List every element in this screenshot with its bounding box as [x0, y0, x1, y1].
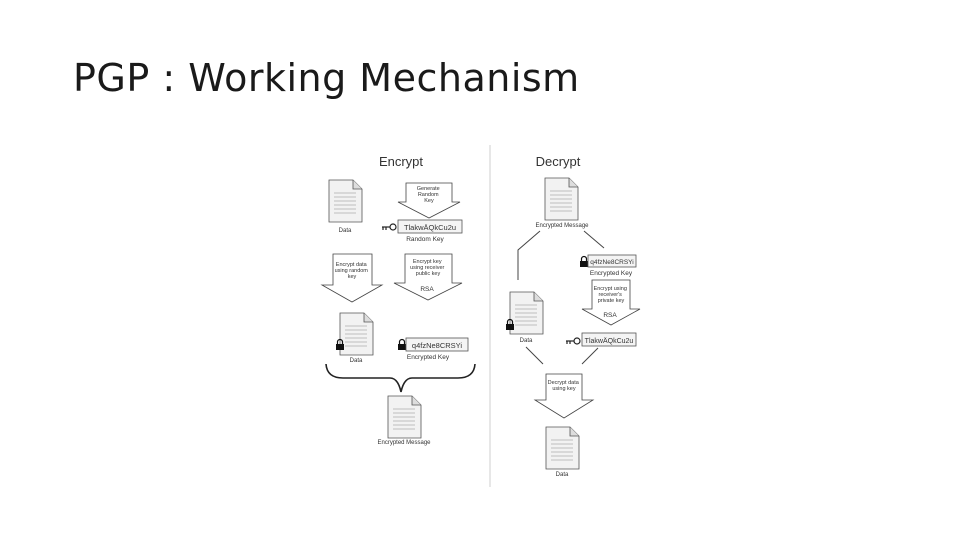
- decrypt-random-key-box: [581, 332, 637, 347]
- decrypt-encrypted-message-label: Encrypted Message: [535, 223, 589, 229]
- decrypt-encrypted-key-value: q4fzNe8CRSYi: [590, 259, 633, 266]
- encrypted-message-label: Encrypted Message: [377, 440, 431, 446]
- random-key-label: Random Key: [406, 236, 444, 243]
- encrypt-heading: Encrypt: [379, 154, 423, 169]
- branch-line-right: [583, 230, 605, 249]
- svg-text:Encrypt key using receiver: Encrypt key using receiver public key: [410, 259, 446, 277]
- decrypt-key-arrow: [581, 279, 641, 326]
- encrypt-key-line: Encrypt key: [413, 259, 442, 265]
- encrypted-key-label: Encrypted Key: [407, 354, 450, 361]
- combine-brace: [325, 363, 476, 393]
- branch-line-left: [517, 230, 541, 280]
- encrypt-data-line: key: [348, 274, 357, 280]
- decrypt-encrypted-key-label: Encrypted Key: [590, 270, 633, 277]
- generate-line: Key: [424, 198, 434, 204]
- svg-text:Encrypt using receiver's: Encrypt using receiver's private key: [594, 286, 629, 304]
- key-icon: [565, 337, 581, 345]
- encrypt-rsa-label: RSA: [420, 286, 434, 293]
- decrypted-data-label: Data: [556, 472, 569, 478]
- generate-key-arrow: [397, 182, 461, 219]
- key-icon: [381, 223, 397, 231]
- encrypted-message-document-icon: [387, 395, 422, 439]
- generate-line: Generate: [417, 186, 440, 192]
- lock-icon: [579, 255, 589, 268]
- locked-data-document-icon: [509, 291, 544, 335]
- decrypt-rsa-label: RSA: [603, 312, 617, 319]
- data-label: Data: [339, 228, 352, 234]
- lock-icon: [397, 338, 407, 351]
- decrypt-random-key-value: TlakwÄQkCu2u: [585, 337, 634, 345]
- svg-text:Encrypt data using random: Encrypt data using random key: [335, 262, 370, 280]
- encrypted-data-document-icon: [339, 312, 374, 356]
- encrypted-message-document-icon: [544, 177, 579, 221]
- decrypt-data-arrow: [533, 373, 595, 419]
- generate-line: Random: [418, 192, 439, 198]
- decrypted-data-document-icon: [545, 426, 580, 470]
- slide-title: PGP : Working Mechanism: [73, 56, 580, 100]
- encrypted-key-box: [405, 337, 469, 352]
- decrypt-encrypted-key-box: [587, 254, 637, 268]
- decrypt-data-line: using key: [552, 386, 575, 392]
- svg-text:Generate Random Key: Generate Random Key: [417, 186, 441, 204]
- decrypt-key-line: private key: [598, 298, 625, 304]
- merge-line-right: [581, 347, 599, 365]
- decrypt-heading: Decrypt: [536, 154, 581, 169]
- decrypt-key-line: receiver's: [599, 292, 623, 298]
- decrypt-key-line: Encrypt using: [594, 286, 627, 292]
- random-key-box: [397, 219, 463, 234]
- encrypt-data-arrow: [320, 253, 384, 303]
- locked-data-label: Data: [520, 338, 533, 344]
- encrypt-data-line: Encrypt data: [336, 262, 368, 268]
- random-key-value: TlakwÄQkCu2u: [404, 223, 456, 232]
- encrypt-key-line: using receiver: [410, 265, 444, 271]
- svg-text:Decrypt data using key: Decrypt data using key: [548, 380, 581, 392]
- encrypted-key-value: q4fzNe8CRSYi: [412, 341, 462, 350]
- encrypted-data-label: Data: [350, 358, 363, 364]
- data-document-icon: [328, 179, 363, 223]
- encrypt-key-line: public key: [416, 271, 441, 277]
- merge-line-left: [525, 346, 544, 365]
- decrypt-data-line: Decrypt data: [548, 380, 580, 386]
- encrypt-data-line: using random: [335, 268, 369, 274]
- encrypt-key-arrow: [393, 253, 463, 301]
